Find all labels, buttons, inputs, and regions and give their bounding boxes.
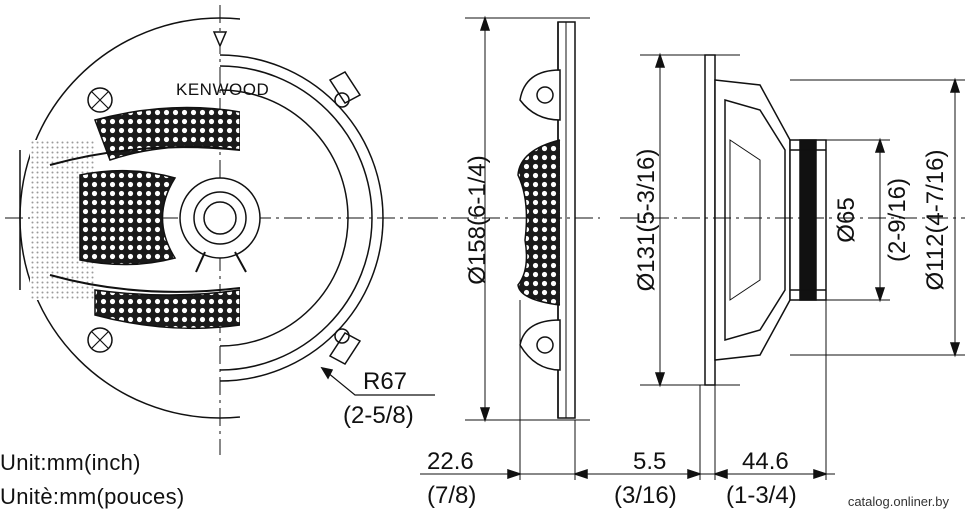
unit-label: Unit:mm(inch)	[0, 450, 141, 475]
side-outer-diameter-label: Ø131(5-3/16)	[633, 148, 660, 292]
profile-depth-label-inch: (7/8)	[427, 482, 477, 509]
side-view	[600, 52, 965, 480]
mount-depth-label: 44.6	[742, 448, 789, 475]
watermark: catalog.onliner.by	[847, 494, 949, 509]
profile-diameter-label: Ø158(6-1/4)	[464, 155, 491, 285]
profile-view	[420, 15, 605, 480]
profile-depth-label: 22.6	[427, 448, 474, 475]
mount-depth-inch: (1-3/4)	[726, 482, 797, 509]
front-view	[5, 5, 435, 455]
magnet-diameter-label: Ø65	[833, 197, 860, 243]
unit-label-fr: Unitè:mm(pouces)	[0, 484, 185, 509]
basket-diameter-label: Ø112(4-7/16)	[922, 149, 949, 291]
flange-depth-inch: (3/16)	[614, 482, 677, 509]
radius-label: R67	[363, 368, 408, 395]
magnet-diameter-inch: (2-9/16)	[884, 177, 911, 263]
brand-logo: KENWOOD	[176, 80, 270, 99]
radius-label-inch: (2-5/8)	[343, 402, 414, 429]
flange-depth-label: 5.5	[633, 448, 667, 475]
